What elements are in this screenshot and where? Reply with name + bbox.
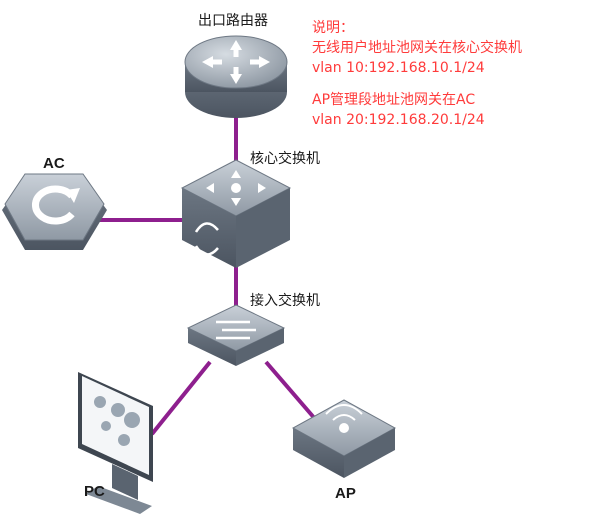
core-switch-icon	[180, 159, 292, 268]
access-point-icon	[291, 399, 397, 478]
pc-label: PC	[84, 483, 105, 500]
access-switch-label: 接入交换机	[250, 293, 320, 309]
ac-label: AC	[43, 155, 65, 172]
pc-monitor-icon	[78, 372, 153, 514]
router-label: 出口路由器	[198, 13, 268, 29]
router-icon	[184, 35, 288, 118]
core-switch-label: 核心交换机	[250, 151, 320, 167]
link-access-ap	[264, 360, 318, 422]
note-line-4: vlan 20:192.168.20.1/24	[312, 112, 485, 128]
access-switch-icon	[186, 304, 286, 366]
note-line-2: vlan 10:192.168.10.1/24	[312, 60, 485, 76]
links	[98, 115, 318, 436]
ap-label: AP	[335, 485, 356, 502]
note-line-1: 无线用户地址池网关在核心交换机	[312, 40, 522, 56]
note-line-3: AP管理段地址池网关在AC	[312, 92, 476, 108]
note-title: 说明：	[312, 20, 354, 36]
explanation-note: 说明： 无线用户地址池网关在核心交换机 vlan 10:192.168.10.1…	[312, 18, 522, 130]
link-access-pc	[150, 360, 212, 436]
wireless-controller-icon	[2, 173, 107, 250]
